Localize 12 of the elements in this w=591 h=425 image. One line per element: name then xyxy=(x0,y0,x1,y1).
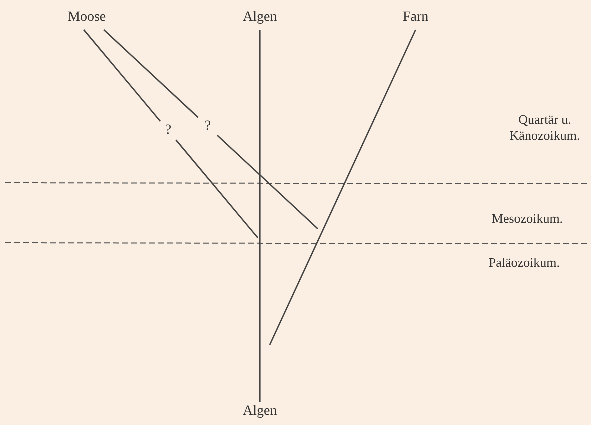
taxon-label: Moose xyxy=(68,10,106,26)
taxon-label: Algen xyxy=(243,10,278,26)
lineage-line xyxy=(269,30,416,346)
edge-label: ? xyxy=(204,120,212,134)
taxon-label: Algen xyxy=(243,404,278,420)
era-label: Quartär u. Känozoikum. xyxy=(508,112,582,144)
era-label: Paläozoikum. xyxy=(488,255,562,271)
taxon-label: Farn xyxy=(403,10,429,26)
lineage-line xyxy=(83,29,259,239)
era-label: Mesozoikum. xyxy=(490,211,564,227)
lineage-line xyxy=(259,30,261,402)
lineage-line xyxy=(103,29,319,230)
